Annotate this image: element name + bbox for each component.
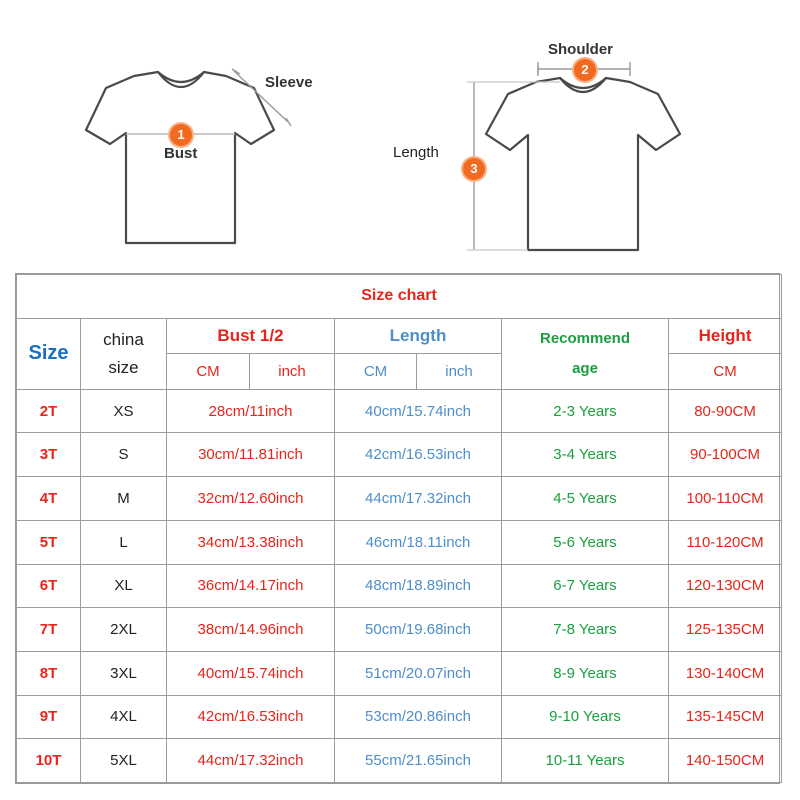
height-cell: 125-135CM xyxy=(667,607,783,652)
length-label: Length xyxy=(393,144,439,161)
header-china-line1: china xyxy=(103,329,144,349)
bust-cell: 40cm/15.74inch xyxy=(166,650,335,696)
left-tshirt-outline xyxy=(84,70,276,245)
size-cell: 10T xyxy=(16,738,81,783)
right-tshirt-outline xyxy=(484,76,682,252)
length-cell: 51cm/20.07inch xyxy=(334,650,502,696)
bust-badge: 1 xyxy=(170,124,192,146)
subheader-height-cm: CM xyxy=(667,353,783,390)
length-cell: 40cm/15.74inch xyxy=(334,388,502,434)
size-cell: 6T xyxy=(16,563,81,609)
age-cell: 4-5 Years xyxy=(501,476,669,521)
header-age-line1: Recommend xyxy=(539,329,631,347)
header-length: Length xyxy=(334,317,502,355)
size-chart: Size chart Size china size Bust 1/2 Leng… xyxy=(15,273,783,784)
length-cell: 44cm/17.32inch xyxy=(334,476,502,521)
sleeve-label: Sleeve xyxy=(265,74,313,91)
height-cell: 90-100CM xyxy=(667,432,783,478)
height-cell: 110-120CM xyxy=(667,519,783,565)
size-chart-table: Size chart Size china size Bust 1/2 Leng… xyxy=(15,274,783,783)
length-cell: 53cm/20.86inch xyxy=(334,694,502,740)
header-china-line2: size xyxy=(108,357,139,377)
measurement-illustrations: Sleeve Bust 1 Shoulder 2 Length 3 xyxy=(0,0,800,268)
age-cell: 6-7 Years xyxy=(501,563,669,609)
subheader-length-inch: inch xyxy=(416,353,502,390)
china-size-cell: 4XL xyxy=(80,694,167,740)
length-cell: 48cm/18.89inch xyxy=(334,563,502,609)
header-age-line2: age xyxy=(572,359,598,377)
height-cell: 130-140CM xyxy=(667,650,783,696)
subheader-bust-inch: inch xyxy=(249,353,335,390)
size-cell: 9T xyxy=(16,694,81,740)
size-cell: 2T xyxy=(16,388,81,434)
height-cell: 120-130CM xyxy=(667,563,783,609)
subheader-length-cm: CM xyxy=(334,353,417,390)
bust-cell: 32cm/12.60inch xyxy=(166,476,335,521)
age-cell: 8-9 Years xyxy=(501,650,669,696)
height-cell: 100-110CM xyxy=(667,476,783,521)
age-cell: 5-6 Years xyxy=(501,519,669,565)
header-recommend-age: Recommend age xyxy=(501,317,669,390)
bust-cell: 28cm/11inch xyxy=(166,388,335,434)
header-china-size: china size xyxy=(80,317,167,390)
china-size-cell: XS xyxy=(80,388,167,434)
header-height: Height xyxy=(667,317,783,355)
tshirt-diagrams xyxy=(84,62,682,252)
bust-cell: 44cm/17.32inch xyxy=(166,738,335,783)
size-cell: 5T xyxy=(16,519,81,565)
shoulder-badge: 2 xyxy=(574,59,596,81)
header-bust: Bust 1/2 xyxy=(166,317,335,355)
china-size-cell: S xyxy=(80,432,167,478)
china-size-cell: 5XL xyxy=(80,738,167,783)
length-badge: 3 xyxy=(463,158,485,180)
bust-label: Bust xyxy=(164,145,198,162)
shoulder-label: Shoulder xyxy=(548,41,614,58)
bust-cell: 38cm/14.96inch xyxy=(166,607,335,652)
header-size: Size xyxy=(16,317,81,390)
china-size-cell: 2XL xyxy=(80,607,167,652)
bust-cell: 30cm/11.81inch xyxy=(166,432,335,478)
bust-cell: 42cm/16.53inch xyxy=(166,694,335,740)
length-cell: 55cm/21.65inch xyxy=(334,738,502,783)
age-cell: 2-3 Years xyxy=(501,388,669,434)
china-size-cell: 3XL xyxy=(80,650,167,696)
size-chart-title: Size chart xyxy=(15,274,783,319)
age-cell: 3-4 Years xyxy=(501,432,669,478)
height-cell: 140-150CM xyxy=(667,738,783,783)
size-cell: 8T xyxy=(16,650,81,696)
bust-cell: 36cm/14.17inch xyxy=(166,563,335,609)
age-cell: 10-11 Years xyxy=(501,738,669,783)
china-size-cell: XL xyxy=(80,563,167,609)
size-cell: 4T xyxy=(16,476,81,521)
height-cell: 135-145CM xyxy=(667,694,783,740)
length-cell: 50cm/19.68inch xyxy=(334,607,502,652)
age-cell: 7-8 Years xyxy=(501,607,669,652)
subheader-bust-cm: CM xyxy=(166,353,250,390)
size-cell: 3T xyxy=(16,432,81,478)
age-cell: 9-10 Years xyxy=(501,694,669,740)
height-cell: 80-90CM xyxy=(667,388,783,434)
china-size-cell: M xyxy=(80,476,167,521)
length-cell: 42cm/16.53inch xyxy=(334,432,502,478)
size-cell: 7T xyxy=(16,607,81,652)
length-cell: 46cm/18.11inch xyxy=(334,519,502,565)
bust-cell: 34cm/13.38inch xyxy=(166,519,335,565)
china-size-cell: L xyxy=(80,519,167,565)
